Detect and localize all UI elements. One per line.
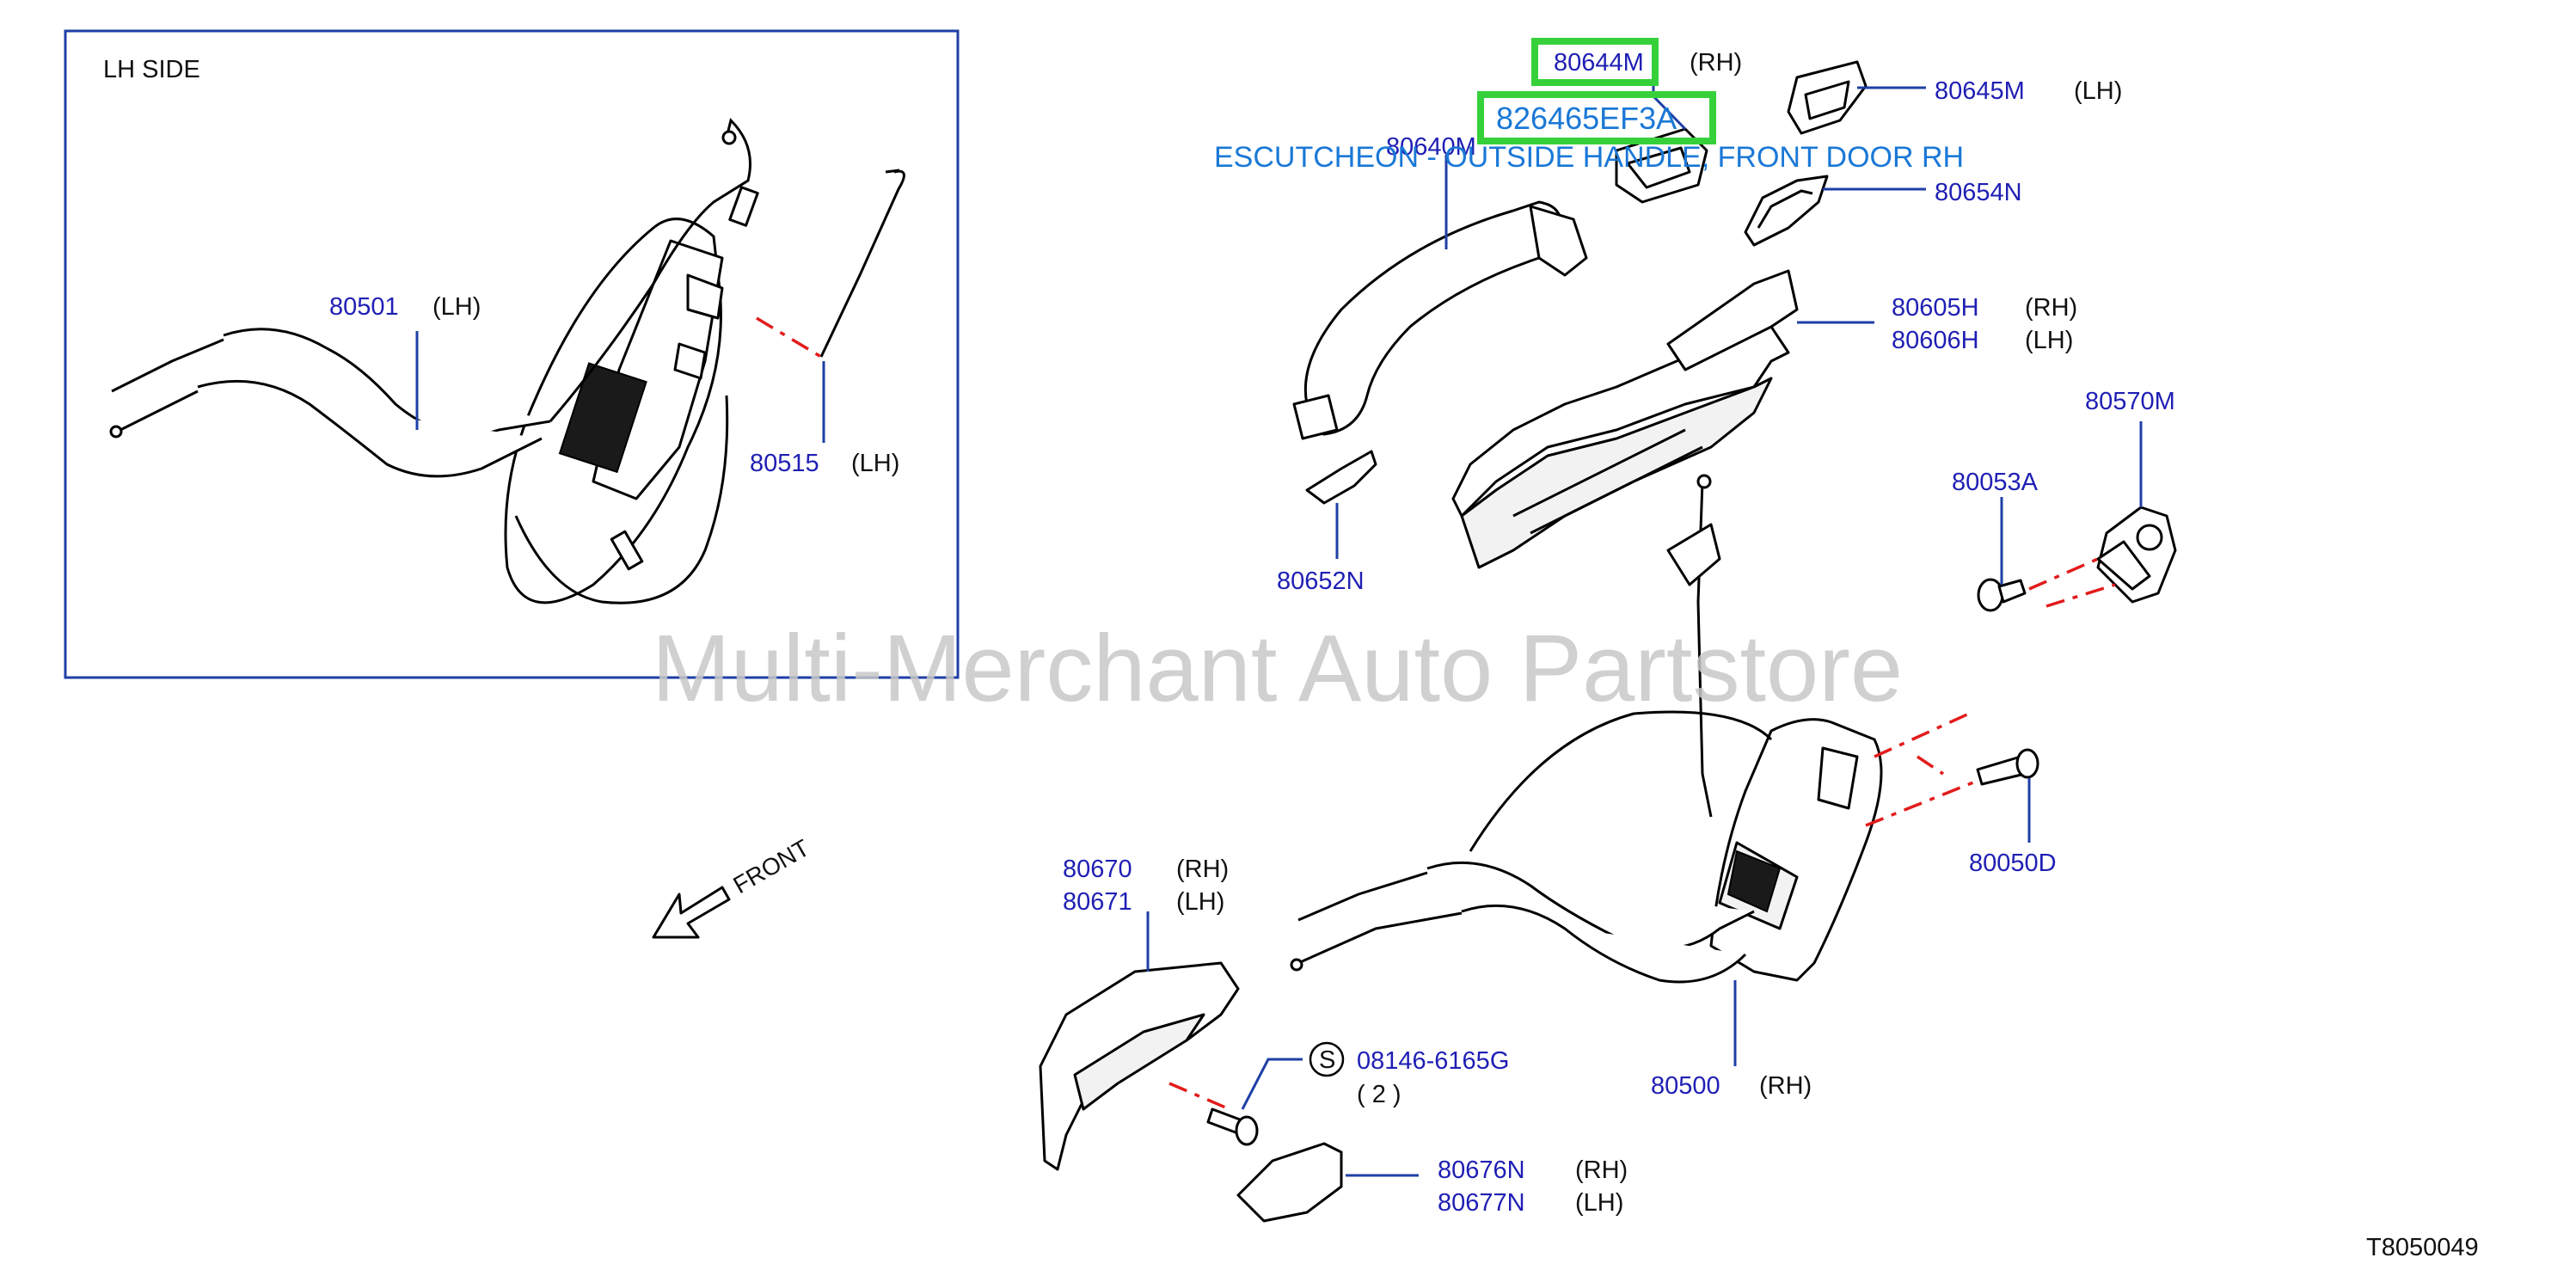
part-80645M-number[interactable]: 80645M bbox=[1935, 77, 2025, 105]
part-80605H-number[interactable]: 80605H bbox=[1892, 294, 1979, 322]
inset-border bbox=[64, 29, 960, 679]
striker-drawing bbox=[2096, 506, 2177, 604]
part-80500-number[interactable]: 80500 bbox=[1651, 1072, 1720, 1100]
handle-bracket-drawing bbox=[1451, 269, 1799, 569]
part-80570M-number[interactable]: 80570M bbox=[2085, 388, 2175, 415]
cover-drawing bbox=[1236, 1142, 1343, 1223]
part-08146-6165G-number[interactable]: 08146-6165G bbox=[1357, 1047, 1509, 1075]
part-80677N-side: (LH) bbox=[1575, 1189, 1623, 1217]
part-labels: 80644M (RH) 80645M (LH) 80640M 80654N 80… bbox=[1063, 49, 2175, 1217]
part-80654N-number[interactable]: 80654N bbox=[1935, 179, 2022, 206]
highlight-callout[interactable]: 826465EF3A ESCUTCHEON - OUTSIDE HANDLE, … bbox=[1214, 38, 1964, 174]
highlight-part-number[interactable]: 826465EF3A bbox=[1496, 101, 1677, 136]
s-marker-letter: S bbox=[1319, 1046, 1335, 1074]
escutcheon-rh-drawing[interactable] bbox=[1615, 127, 1708, 204]
part-80605H-side: (RH) bbox=[2025, 294, 2077, 322]
part-80645M-side: (LH) bbox=[2074, 77, 2122, 105]
part-80677N-number[interactable]: 80677N bbox=[1438, 1189, 1525, 1217]
part-80606H-side: (LH) bbox=[2025, 327, 2073, 354]
part-80500-side: (RH) bbox=[1759, 1072, 1812, 1100]
part-80644M-number[interactable]: 80644M bbox=[1554, 49, 1644, 77]
front-direction-arrow: FRONT bbox=[652, 834, 814, 939]
part-80670-number[interactable]: 80670 bbox=[1063, 856, 1132, 883]
leader-lines bbox=[1146, 62, 2143, 1177]
part-80644M-side: (RH) bbox=[1690, 49, 1742, 77]
part-80515-number[interactable]: 80515 bbox=[750, 450, 819, 477]
part-80676N-side: (RH) bbox=[1575, 1156, 1628, 1184]
part-80640M-number[interactable]: 80640M bbox=[1386, 133, 1476, 161]
part-80676N-number[interactable]: 80676N bbox=[1438, 1156, 1525, 1184]
lock-actuator-lh-drawing bbox=[504, 218, 724, 604]
gasket-80652N-drawing bbox=[1305, 450, 1377, 505]
part-80053A-number[interactable]: 80053A bbox=[1952, 469, 2039, 496]
bolt-80050D-drawing bbox=[1976, 748, 2039, 786]
gasket-80654N-drawing bbox=[1744, 175, 1829, 247]
part-80501-number[interactable]: 80501 bbox=[329, 293, 399, 321]
bolt-08146-drawing bbox=[1206, 1107, 1259, 1146]
highlight-description: ESCUTCHEON - OUTSIDE HANDLE, FRONT DOOR … bbox=[1214, 141, 1964, 174]
part-08146-6165G-qty: ( 2 ) bbox=[1357, 1081, 1401, 1108]
outside-handle-drawing bbox=[1292, 200, 1588, 440]
part-80501-side: (LH) bbox=[432, 293, 481, 321]
s-marker-circle bbox=[1309, 1041, 1345, 1077]
part-80670-side: (RH) bbox=[1176, 856, 1229, 883]
highlight-box-80644M bbox=[1531, 38, 1659, 86]
inside-handle-drawing bbox=[1039, 961, 1240, 1171]
highlight-box-part-number bbox=[1477, 91, 1716, 144]
screw-80053A-drawing bbox=[1977, 557, 2116, 612]
part-80652N-number[interactable]: 80652N bbox=[1277, 567, 1365, 595]
lock-cable-rh-drawing bbox=[1290, 474, 1773, 984]
part-80606H-number[interactable]: 80606H bbox=[1892, 327, 1979, 354]
inset-title: LH SIDE bbox=[103, 56, 200, 83]
watermark: Multi-Merchant Auto Partstore bbox=[652, 616, 1903, 721]
diagram-code: T8050049 bbox=[2366, 1234, 2479, 1261]
escutcheon-lh-drawing bbox=[1787, 60, 1868, 135]
part-80050D-number[interactable]: 80050D bbox=[1969, 850, 2057, 877]
inset-lh-side: LH SIDE 805 bbox=[64, 29, 960, 679]
lock-rod-lh-drawing bbox=[756, 169, 905, 359]
lock-cable-lh-drawing bbox=[109, 118, 759, 604]
part-80515-side: (LH) bbox=[851, 450, 899, 477]
part-80671-side: (LH) bbox=[1176, 888, 1224, 916]
front-label: FRONT bbox=[729, 834, 814, 899]
door-lock-actuator-drawing bbox=[1709, 712, 1996, 982]
part-80671-number[interactable]: 80671 bbox=[1063, 888, 1132, 916]
